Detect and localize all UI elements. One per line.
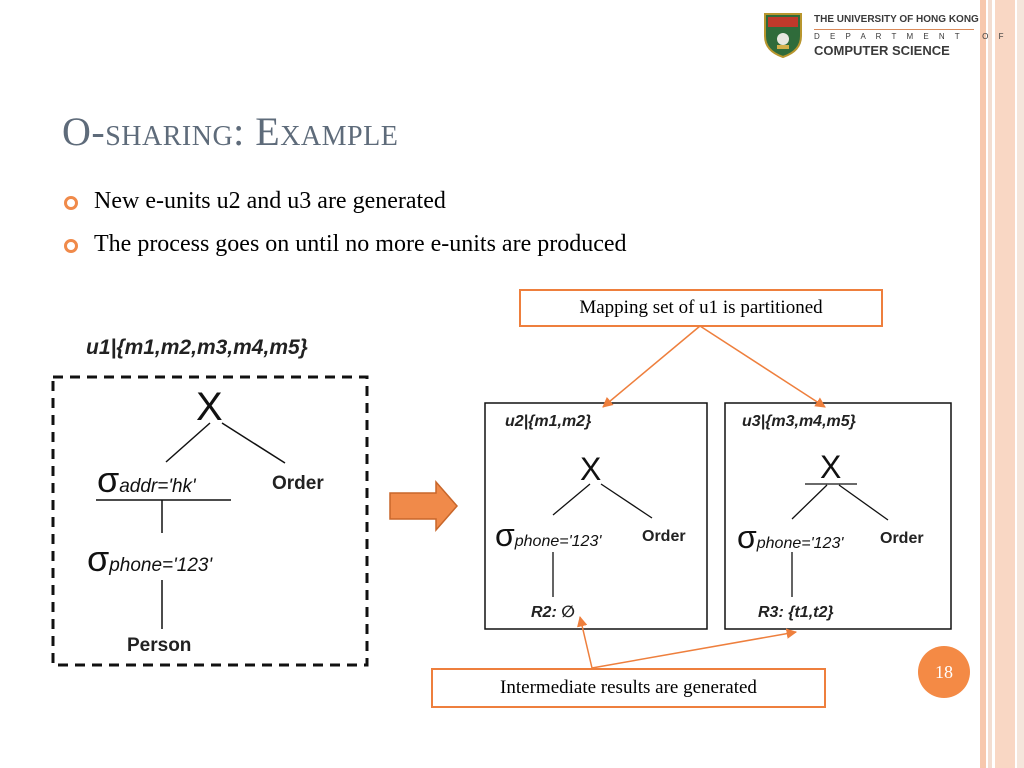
select-phone: σphone='123' bbox=[495, 517, 602, 553]
u1-header: u1|{m1,m2,m3,m4,m5} bbox=[86, 336, 308, 359]
u3-header: u3|{m3,m4,m5} bbox=[742, 413, 856, 430]
bullet-text: New e-units u2 and u3 are generated bbox=[94, 188, 446, 214]
u3-box bbox=[724, 402, 952, 630]
tree-edge bbox=[165, 422, 211, 463]
u1-box bbox=[51, 375, 369, 667]
results-callout: Intermediate results are generated bbox=[431, 668, 826, 708]
logo-divider bbox=[814, 29, 974, 30]
bullet-text: The process goes on until no more e-unit… bbox=[94, 231, 627, 257]
u2-box bbox=[484, 402, 708, 630]
join-symbol: X bbox=[196, 385, 223, 429]
result-r2: R2: ∅ bbox=[531, 604, 575, 621]
join-symbol: X bbox=[820, 449, 841, 485]
page-number-badge: 18 bbox=[918, 646, 970, 698]
decorative-stripe bbox=[995, 0, 1015, 768]
join-symbol: X bbox=[580, 451, 601, 487]
callout-arrow bbox=[591, 628, 798, 669]
university-name: THE UNIVERSITY OF HONG KONG bbox=[814, 14, 979, 25]
tree-edge bbox=[791, 484, 828, 520]
order-label: Order bbox=[642, 528, 686, 545]
faculty-name: COMPUTER SCIENCE bbox=[814, 43, 950, 58]
mapping-callout-text: Mapping set of u1 is partitioned bbox=[579, 297, 823, 318]
decorative-stripe bbox=[988, 0, 992, 768]
callout-arrow bbox=[602, 325, 701, 408]
order-label: Order bbox=[880, 530, 924, 547]
u2-header: u2|{m1,m2} bbox=[505, 413, 591, 430]
select-phone: σphone='123' bbox=[87, 538, 213, 579]
person-label: Person bbox=[127, 635, 191, 656]
callout-arrow bbox=[577, 615, 593, 669]
select-phone: σphone='123' bbox=[737, 519, 844, 555]
order-label: Order bbox=[272, 473, 324, 494]
university-logo: THE UNIVERSITY OF HONG KONG D E P A R T … bbox=[762, 12, 1004, 58]
crest-icon bbox=[764, 13, 802, 58]
results-callout-text: Intermediate results are generated bbox=[500, 677, 757, 698]
mapping-callout: Mapping set of u1 is partitioned bbox=[519, 289, 883, 327]
bullet-icon bbox=[64, 239, 78, 253]
decorative-stripe bbox=[1017, 0, 1024, 768]
tree-edge bbox=[221, 422, 286, 464]
tree-edge bbox=[600, 483, 653, 519]
callout-arrow bbox=[699, 325, 826, 408]
decorative-stripe bbox=[980, 0, 986, 768]
tree-edge bbox=[552, 483, 591, 516]
department-line: D E P A R T M E N T O F bbox=[814, 32, 1008, 41]
tree-edge bbox=[838, 484, 889, 521]
arrow-right-icon bbox=[389, 480, 458, 532]
result-r3: R3: {t1,t2} bbox=[758, 604, 834, 621]
slide-title: O-sharing: Example bbox=[62, 109, 399, 154]
select-addr: σaddr='hk' bbox=[97, 459, 197, 500]
bullet-icon bbox=[64, 196, 78, 210]
